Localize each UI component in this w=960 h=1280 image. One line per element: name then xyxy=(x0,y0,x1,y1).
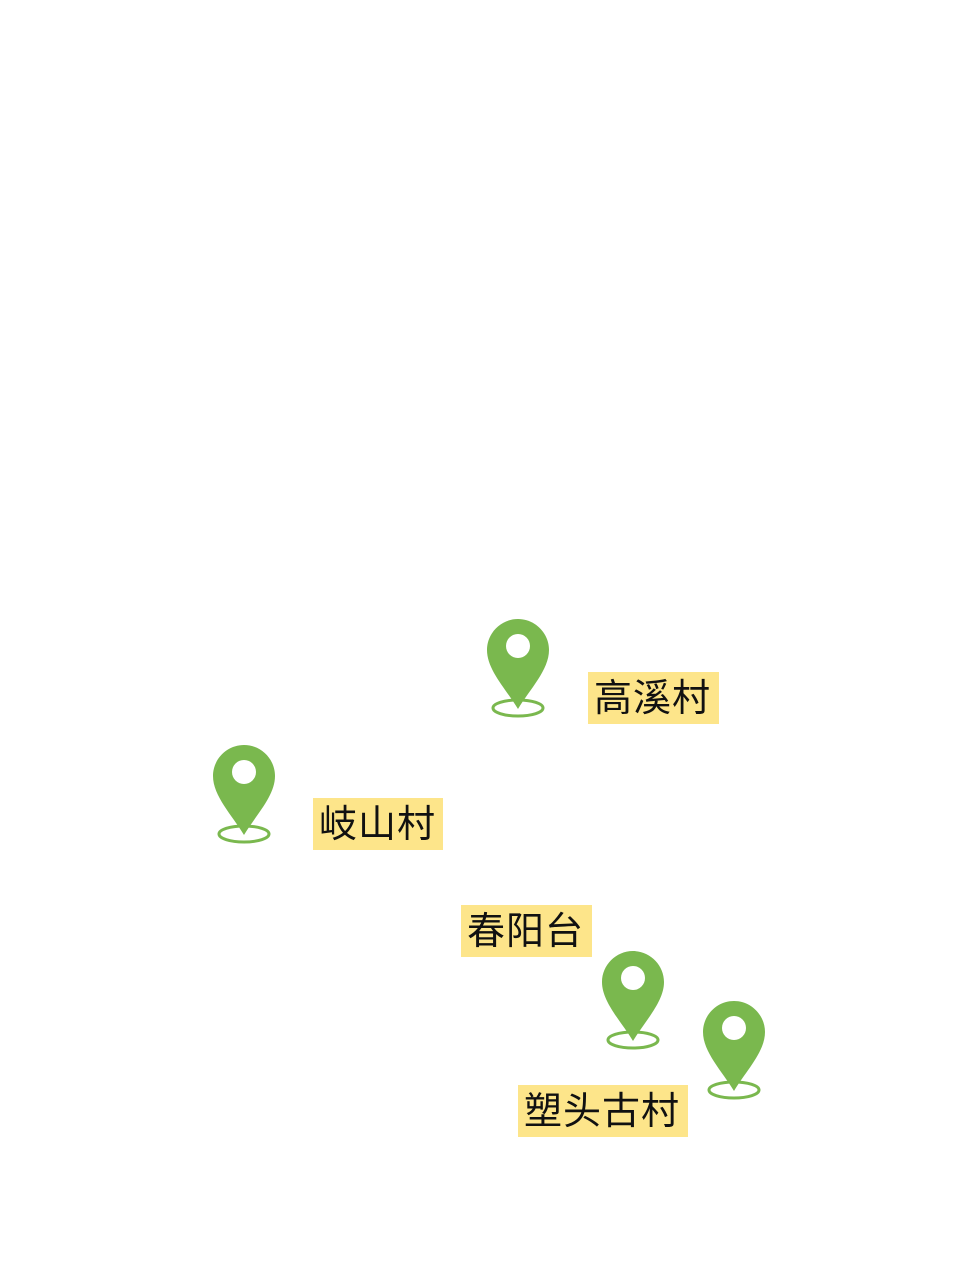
map-pin-gaoxi[interactable] xyxy=(478,615,558,725)
map-pin-icon xyxy=(213,745,275,844)
map-pin-chunyang[interactable] xyxy=(593,947,673,1057)
map-pin-icon xyxy=(602,951,664,1050)
map-pin-icon xyxy=(703,1001,765,1100)
place-label-chunyang: 春阳台 xyxy=(461,905,592,957)
place-label-gaoxi: 高溪村 xyxy=(588,672,719,724)
map-pin-marker4[interactable] xyxy=(694,997,774,1107)
map-pin-qishan[interactable] xyxy=(204,741,284,851)
place-label-sutou: 塑头古村 xyxy=(518,1085,688,1137)
place-label-qishan: 岐山村 xyxy=(313,798,443,850)
map-pin-icon xyxy=(487,619,549,718)
